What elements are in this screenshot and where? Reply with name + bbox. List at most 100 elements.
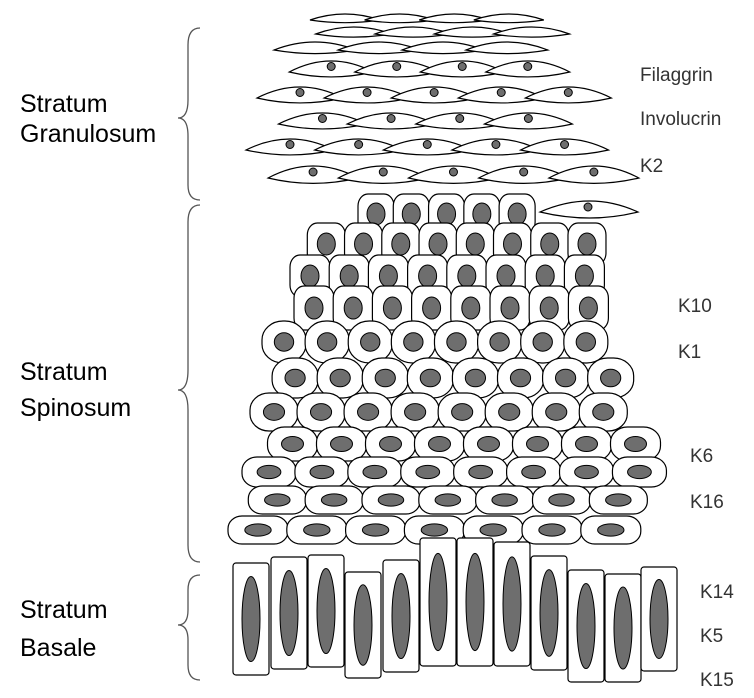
basal-nucleus — [503, 557, 521, 651]
spinous-nucleus — [285, 369, 305, 387]
granular-nucleus — [564, 89, 572, 97]
spinous-nucleus — [274, 333, 293, 351]
granular-nucleus — [524, 63, 532, 71]
granular-nucleus — [520, 168, 528, 176]
spinous-nucleus — [317, 233, 335, 255]
granular-nucleus — [286, 141, 294, 149]
granular-nucleus — [363, 89, 371, 97]
spinous-nucleus — [625, 437, 647, 452]
granular-nucleus — [449, 168, 457, 176]
spinous-nucleus — [419, 265, 437, 287]
spinous-nucleus — [575, 265, 593, 287]
granular-nucleus — [318, 115, 326, 123]
spinous-nucleus — [508, 203, 526, 225]
granulosum-label-line1: Stratum — [20, 90, 108, 118]
spinous-nucleus — [536, 265, 554, 287]
spinous-nucleus — [469, 465, 493, 478]
spinous-nucleus — [540, 297, 558, 319]
spinous-nucleus — [598, 524, 624, 536]
basal-nucleus — [392, 573, 410, 658]
marker-involucrin: Involucrin — [640, 109, 721, 130]
spinous-nucleus — [301, 265, 319, 287]
spinous-nucleus — [452, 404, 473, 421]
basale-label-line2: Basale — [20, 634, 96, 662]
granular-nucleus — [590, 168, 598, 176]
granular-nucleus — [296, 89, 304, 97]
spinous-nucleus — [263, 404, 284, 421]
basal-nucleus — [650, 579, 668, 658]
spinosum-label-line2: Spinosum — [20, 394, 131, 422]
granular-nucleus — [379, 168, 387, 176]
spinous-nucleus — [473, 203, 491, 225]
spinous-nucleus — [402, 203, 420, 225]
spinous-nucleus — [497, 265, 515, 287]
spinous-nucleus — [245, 524, 271, 536]
spinous-nucleus — [555, 369, 575, 387]
basal-cell-layer — [233, 538, 677, 682]
granular-nucleus — [387, 115, 395, 123]
spinous-nucleus — [383, 297, 401, 319]
spinous-nucleus — [480, 524, 506, 536]
spinous-nucleus — [549, 494, 575, 506]
spinous-nucleus — [575, 465, 599, 478]
spinous-nucleus — [282, 437, 304, 452]
basal-nucleus — [466, 553, 484, 650]
marker-k1: K1 — [678, 342, 701, 363]
spinous-nucleus — [392, 233, 410, 255]
granular-nucleus — [456, 115, 464, 123]
marker-k2: K2 — [640, 156, 663, 177]
marker-k14: K14 — [700, 582, 734, 603]
spinosum-label-line1: Stratum — [20, 358, 108, 386]
spinous-nucleus — [601, 369, 621, 387]
spinous-nucleus — [546, 404, 567, 421]
spinous-nucleus — [499, 404, 520, 421]
granular-cell — [474, 14, 544, 23]
spinous-nucleus — [304, 524, 330, 536]
granular-nucleus — [492, 141, 500, 149]
granular-nucleus — [561, 141, 569, 149]
spinous-nucleus — [416, 465, 440, 478]
spinous-nucleus — [310, 404, 331, 421]
spinous-nucleus — [340, 265, 358, 287]
granular-nucleus — [497, 89, 505, 97]
spinous-nucleus — [466, 233, 484, 255]
spinous-nucleus — [578, 233, 596, 255]
spinous-nucleus — [310, 465, 334, 478]
spinous-nucleus — [331, 437, 353, 452]
marker-k5: K5 — [700, 626, 723, 647]
spinous-nucleus — [576, 333, 595, 351]
spinous-nucleus — [378, 494, 404, 506]
spinous-nucleus — [420, 369, 440, 387]
spinous-nucleus — [438, 203, 456, 225]
spinous-nucleus — [265, 494, 291, 506]
granular-cell — [494, 27, 570, 37]
spinous-nucleus — [510, 369, 530, 387]
spinous-nucleus — [367, 203, 385, 225]
spinous-nucleus — [404, 333, 423, 351]
basal-nucleus — [540, 570, 558, 657]
spinous-nucleus — [321, 494, 347, 506]
spinous-nucleus — [421, 524, 447, 536]
spinous-nucleus — [541, 233, 559, 255]
granular-cell — [466, 42, 548, 54]
spinous-nucleus — [317, 333, 336, 351]
basal-nucleus — [280, 570, 298, 655]
spinous-nucleus — [435, 494, 461, 506]
spinous-cell-layer — [228, 194, 666, 544]
spinous-nucleus — [492, 494, 518, 506]
granulosum-brace — [178, 28, 200, 200]
spinous-nucleus — [355, 233, 373, 255]
spinous-nucleus — [504, 233, 522, 255]
spinous-nucleus — [358, 404, 379, 421]
granular-nucleus — [584, 203, 592, 211]
spinous-nucleus — [593, 404, 614, 421]
granular-nucleus — [355, 141, 363, 149]
spinous-nucleus — [447, 333, 466, 351]
spinous-nucleus — [344, 297, 362, 319]
granulosum-label-line2: Granulosum — [20, 120, 156, 148]
basale-label-line1: Stratum — [20, 596, 108, 624]
spinous-nucleus — [628, 465, 652, 478]
basal-nucleus — [429, 553, 447, 650]
basal-nucleus — [317, 568, 335, 653]
